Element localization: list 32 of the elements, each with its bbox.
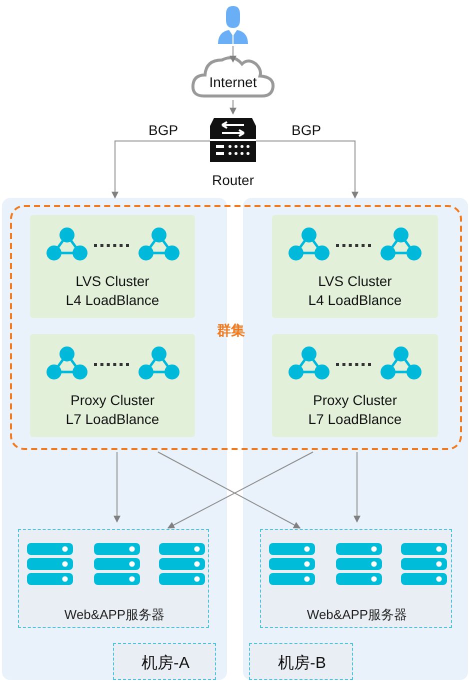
node-label: Internet: [208, 74, 258, 90]
room-label: 机房-A: [140, 654, 190, 674]
arrow: [230, 100, 236, 115]
edge-label: BGP: [148, 122, 178, 138]
edge-label: BGP: [292, 122, 322, 138]
cluster-label: L4 LoadBlance: [307, 292, 403, 308]
server-group-label: Web&APP服务器: [63, 606, 166, 624]
server-group-label: Web&APP服务器: [306, 606, 408, 624]
room-label-box: [249, 643, 353, 680]
room-label: 机房-B: [277, 654, 327, 674]
cluster-label: L7 LoadBlance: [307, 411, 403, 427]
arrow: [354, 452, 360, 523]
group-label: 群集: [217, 322, 245, 340]
cluster-label: LVS Cluster: [74, 273, 150, 289]
arrow: [256, 140, 358, 199]
cluster-label: Proxy Cluster: [69, 392, 156, 408]
person-icon: [216, 4, 250, 46]
cluster-label: Proxy Cluster: [312, 392, 398, 408]
cluster-box: [272, 334, 438, 437]
room-label-box: [113, 643, 216, 680]
cluster-box: [272, 215, 438, 318]
cluster-label: LVS Cluster: [317, 273, 393, 289]
cluster-box: [30, 334, 195, 437]
arrow: [114, 452, 120, 523]
cluster-box: [30, 215, 195, 318]
arrow: [112, 140, 210, 199]
cluster-label: L7 LoadBlance: [64, 411, 160, 427]
node-label: Router: [210, 172, 256, 188]
arrow: [230, 46, 236, 63]
server-group-box: [18, 529, 209, 628]
server-group-box: [260, 529, 452, 628]
cluster-label: L4 LoadBlance: [64, 292, 160, 308]
